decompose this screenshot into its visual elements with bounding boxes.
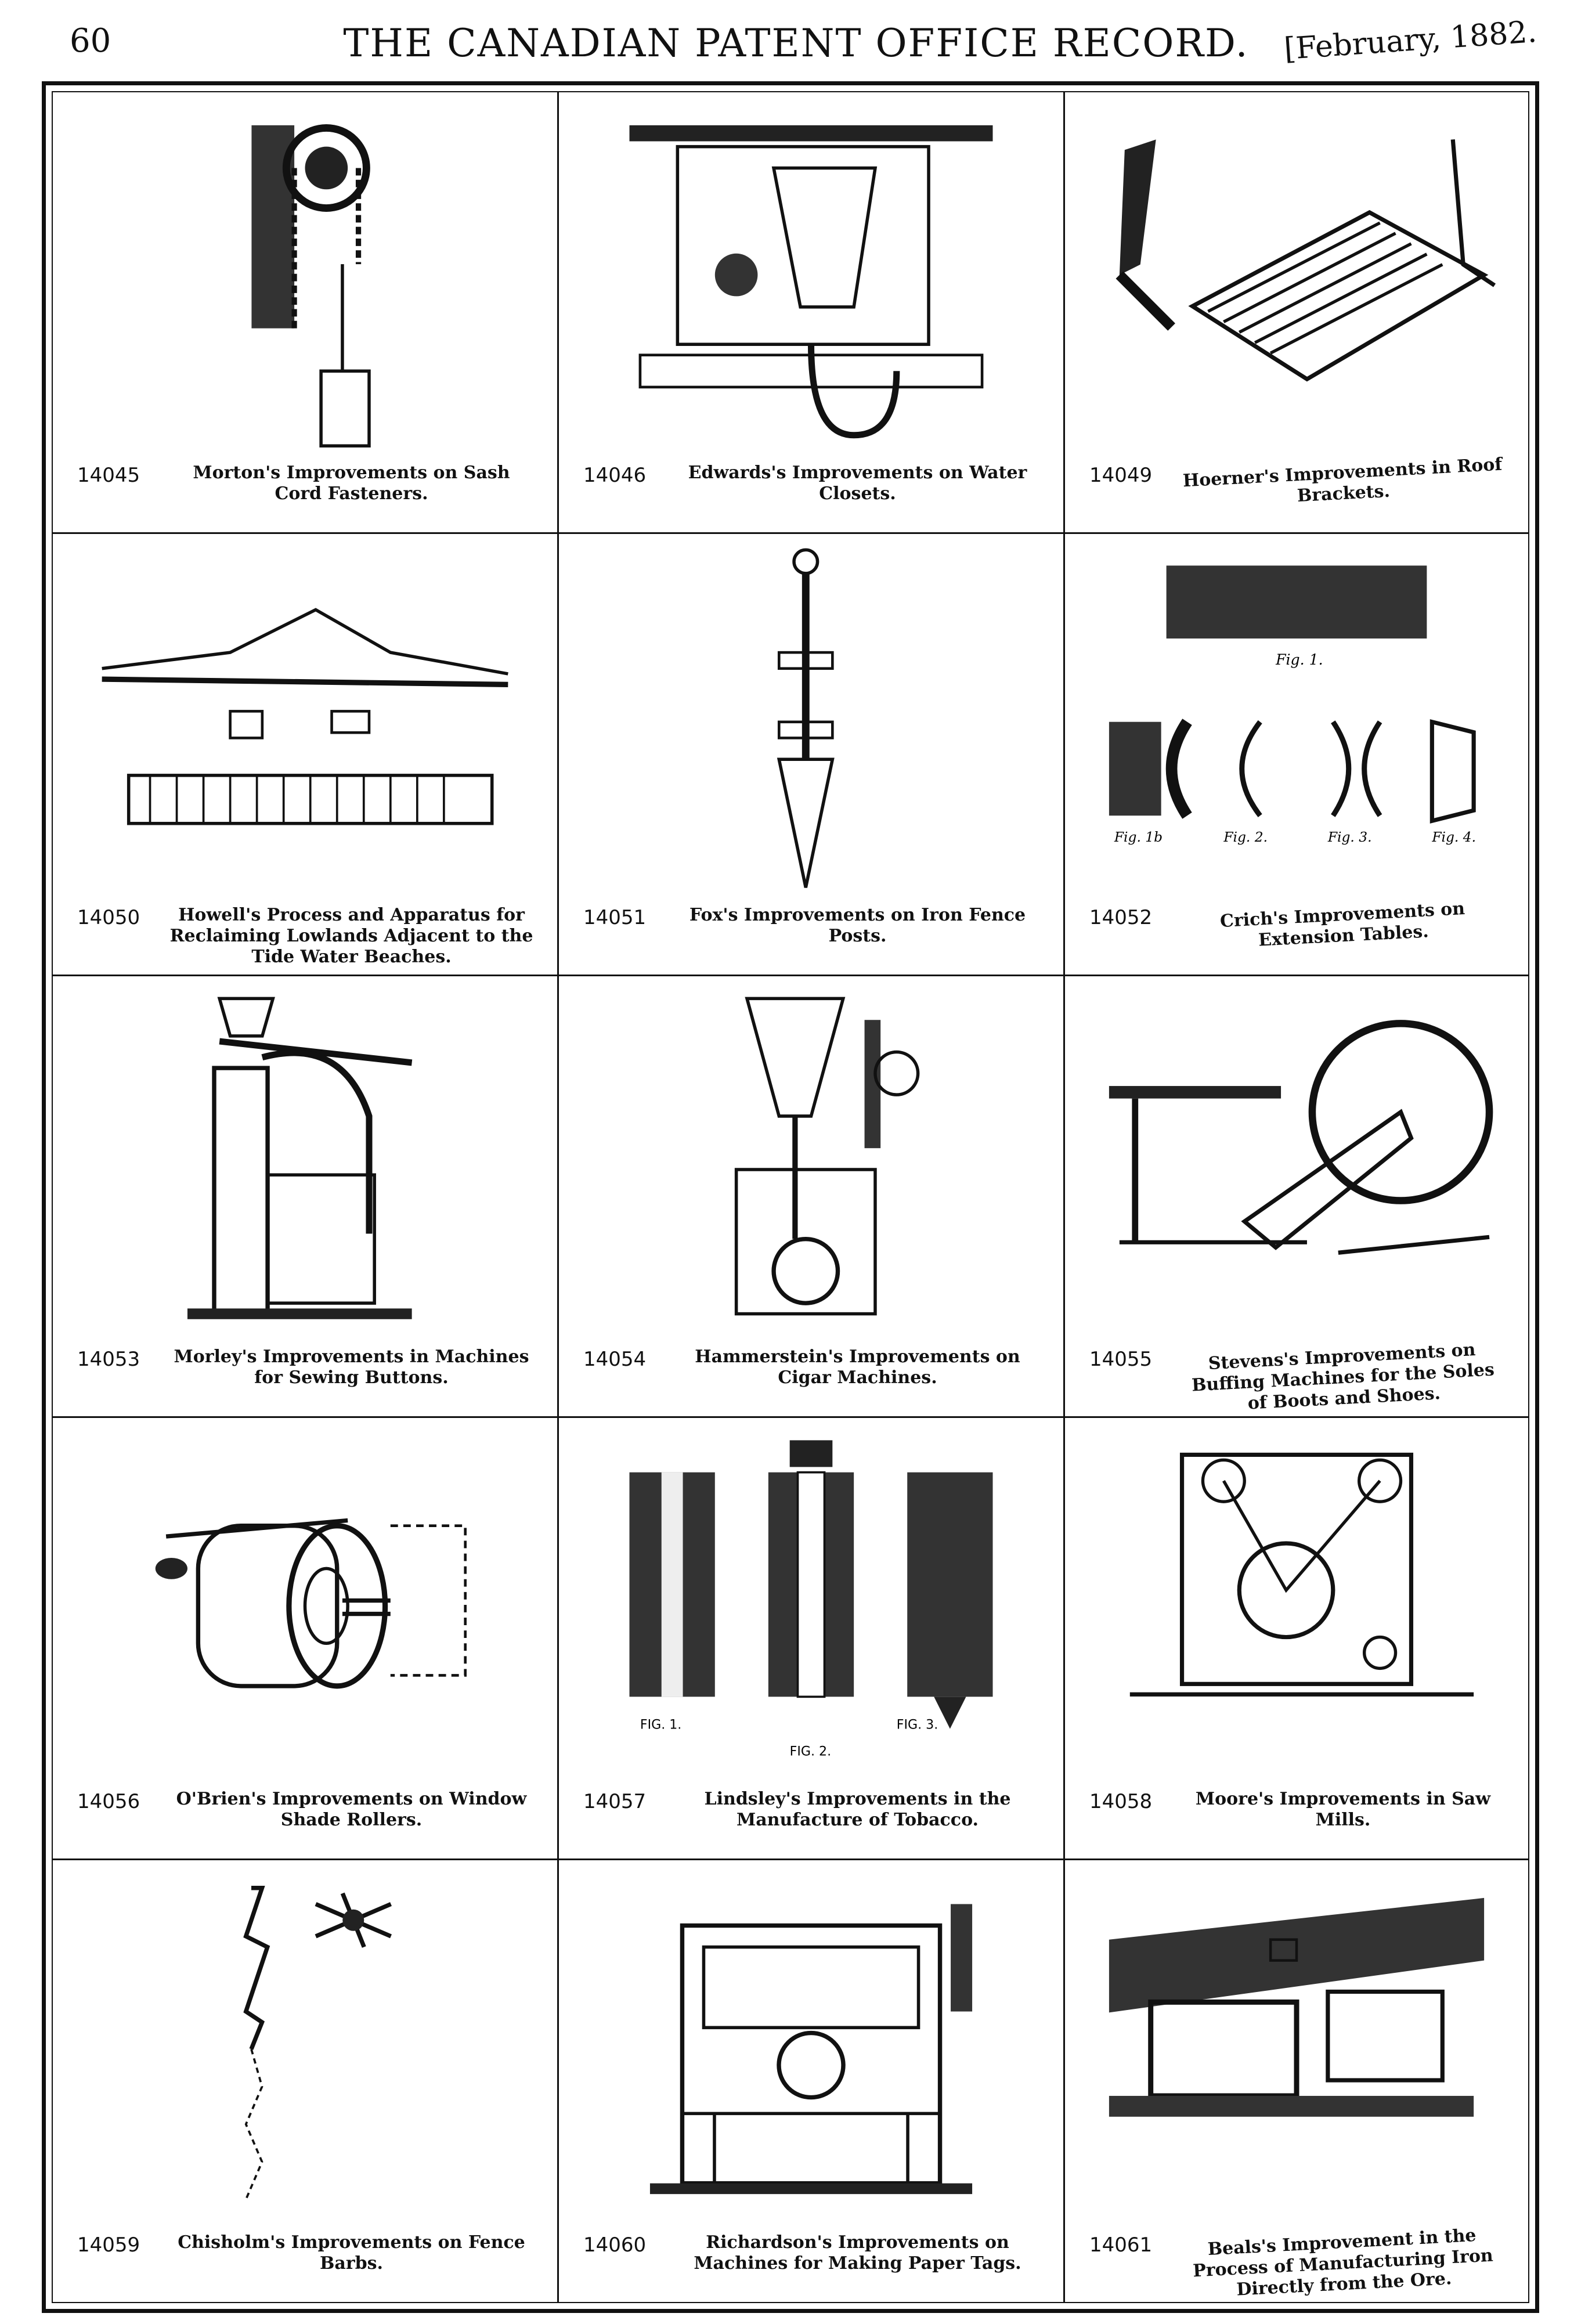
patent-cell: 14055 Stevens's Improvements on Buffing … <box>1065 976 1528 1419</box>
patent-caption: 14045 Morton's Improvements on Sash Cord… <box>70 458 540 522</box>
patent-drawing <box>76 1872 534 2221</box>
patent-caption: 14058 Moore's Improvements in Saw Mills. <box>1082 1784 1511 1848</box>
patent-number: 14050 <box>77 905 140 929</box>
patent-drawing <box>1088 1430 1505 1777</box>
patent-drawing <box>76 546 534 893</box>
patent-caption: 14049 Hoerner's Improvements in Roof Bra… <box>1082 454 1511 522</box>
patent-number: 14051 <box>583 905 647 929</box>
patent-cell: 14056 O'Brien's Improvements on Window S… <box>53 1418 559 1860</box>
patent-caption: 14057 Lindsley's Improvements in the Man… <box>576 1784 1046 1848</box>
patent-title: Beals's Improvement in the Process of Ma… <box>1192 2225 1494 2300</box>
patent-number: 14058 <box>1089 1789 1153 1813</box>
patent-drawing <box>582 1872 1040 2221</box>
patent-number: 14061 <box>1089 2233 1153 2257</box>
patent-drawing <box>1088 988 1505 1335</box>
plate-inner-frame: 14045 Morton's Improvements on Sash Cord… <box>52 91 1529 2303</box>
patent-title: Hoerner's Improvements in Roof Brackets. <box>1182 454 1503 507</box>
patent-drawing <box>582 988 1040 1335</box>
patent-cell: 14059 Chisholm's Improvements on Fence B… <box>53 1860 559 2302</box>
patent-drawing <box>1088 104 1505 451</box>
patent-number: 14055 <box>1089 1348 1153 1372</box>
patent-cell: 14045 Morton's Improvements on Sash Cord… <box>53 92 559 535</box>
patent-number: 14060 <box>583 2233 647 2257</box>
patent-title: Stevens's Improvements on Buffing Machin… <box>1191 1340 1495 1414</box>
patent-title: Chisholm's Improvements on Fence Barbs. <box>178 2232 525 2274</box>
patent-caption: 14059 Chisholm's Improvements on Fence B… <box>70 2228 540 2291</box>
fig-label: FIG. 3. <box>897 1717 938 1733</box>
fig-label: Fig. 2. <box>1223 829 1268 846</box>
patent-drawing <box>582 546 1040 893</box>
patent-caption: 14055 Stevens's Improvements on Buffing … <box>1082 1340 1511 1414</box>
patent-title: O'Brien's Improvements on Window Shade R… <box>176 1788 527 1830</box>
patent-drawing <box>76 104 534 451</box>
publication-title: THE CANADIAN PATENT OFFICE RECORD. <box>343 21 1249 66</box>
patent-number: 14049 <box>1089 464 1153 488</box>
fig-label: Fig. 1. <box>1275 651 1323 668</box>
patent-caption: 14061 Beals's Improvement in the Process… <box>1082 2225 1511 2300</box>
patent-drawing: Fig. 1. Fig. 1b Fig. 2. Fig. 3. Fig. 4. <box>1088 546 1505 893</box>
fig-label: FIG. 1. <box>640 1717 681 1733</box>
patent-number: 14059 <box>77 2233 140 2257</box>
patent-cell: 14053 Morley's Improvements in Machines … <box>53 976 559 1419</box>
patent-cell: FIG. 1. FIG. 2. FIG. 3. 14057 Lindsley's… <box>559 1418 1065 1860</box>
plate-frame: 14045 Morton's Improvements on Sash Cord… <box>42 81 1539 2313</box>
patent-title: Fox's Improvements on Iron Fence Posts. <box>689 904 1026 946</box>
page-number: 60 <box>70 22 111 60</box>
patent-caption: 14060 Richardson's Improvements on Machi… <box>576 2228 1046 2291</box>
patent-caption: 14046 Edwards's Improvements on Water Cl… <box>576 458 1046 522</box>
patent-cell: 14050 Howell's Process and Apparatus for… <box>53 534 559 976</box>
patent-drawing <box>76 1430 534 1777</box>
patent-number: 14045 <box>77 464 140 488</box>
patent-drawing <box>76 988 534 1335</box>
fig-label: Fig. 1b <box>1114 829 1163 846</box>
patent-caption: 14050 Howell's Process and Apparatus for… <box>70 900 540 967</box>
patent-cell: 14060 Richardson's Improvements on Machi… <box>559 1860 1065 2302</box>
patent-number: 14056 <box>77 1789 140 1813</box>
patent-caption: 14053 Morley's Improvements in Machines … <box>70 1342 540 1406</box>
patent-title: Morton's Improvements on Sash Cord Faste… <box>193 463 510 504</box>
patent-title: Edwards's Improvements on Water Closets. <box>688 463 1027 504</box>
patent-title: Howell's Process and Apparatus for Recla… <box>169 904 533 967</box>
patent-caption: 14052 Crich's Improvements on Extension … <box>1082 898 1511 964</box>
patent-title: Crich's Improvements on Extension Tables… <box>1219 898 1465 951</box>
patent-title: Moore's Improvements in Saw Mills. <box>1195 1788 1491 1830</box>
fig-label: Fig. 3. <box>1327 829 1372 846</box>
patent-cell: 14058 Moore's Improvements in Saw Mills. <box>1065 1418 1528 1860</box>
patent-cell: 14054 Hammerstein's Improvements on Ciga… <box>559 976 1065 1419</box>
patent-cell: 14051 Fox's Improvements on Iron Fence P… <box>559 534 1065 976</box>
patent-cell: 14061 Beals's Improvement in the Process… <box>1065 1860 1528 2302</box>
patent-drawing <box>582 104 1040 451</box>
patent-grid: 14045 Morton's Improvements on Sash Cord… <box>53 92 1528 2302</box>
patent-title: Morley's Improvements in Machines for Se… <box>174 1347 529 1388</box>
patent-cell: 14046 Edwards's Improvements on Water Cl… <box>559 92 1065 535</box>
patent-drawing: FIG. 1. FIG. 2. FIG. 3. <box>582 1430 1040 1777</box>
patent-title: Hammerstein's Improvements on Cigar Mach… <box>695 1347 1020 1388</box>
fig-label: Fig. 4. <box>1431 829 1476 846</box>
patent-number: 14052 <box>1089 905 1153 929</box>
patent-cell: 14049 Hoerner's Improvements in Roof Bra… <box>1065 92 1528 535</box>
patent-number: 14057 <box>583 1789 647 1813</box>
patent-number: 14053 <box>77 1348 140 1372</box>
page-header: 60 THE CANADIAN PATENT OFFICE RECORD. [F… <box>0 0 1592 75</box>
patent-caption: 14051 Fox's Improvements on Iron Fence P… <box>576 900 1046 964</box>
patent-caption: 14056 O'Brien's Improvements on Window S… <box>70 1784 540 1848</box>
patent-drawing <box>1088 1872 1505 2221</box>
patent-title: Richardson's Improvements on Machines fo… <box>694 2232 1021 2274</box>
patent-caption: 14054 Hammerstein's Improvements on Ciga… <box>576 1342 1046 1406</box>
patent-cell: Fig. 1. Fig. 1b Fig. 2. Fig. 3. Fig. 4. … <box>1065 534 1528 976</box>
patent-number: 14054 <box>583 1348 647 1372</box>
fig-label: FIG. 2. <box>790 1744 831 1759</box>
patent-title: Lindsley's Improvements in the Manufactu… <box>704 1788 1011 1830</box>
patent-number: 14046 <box>583 464 647 488</box>
